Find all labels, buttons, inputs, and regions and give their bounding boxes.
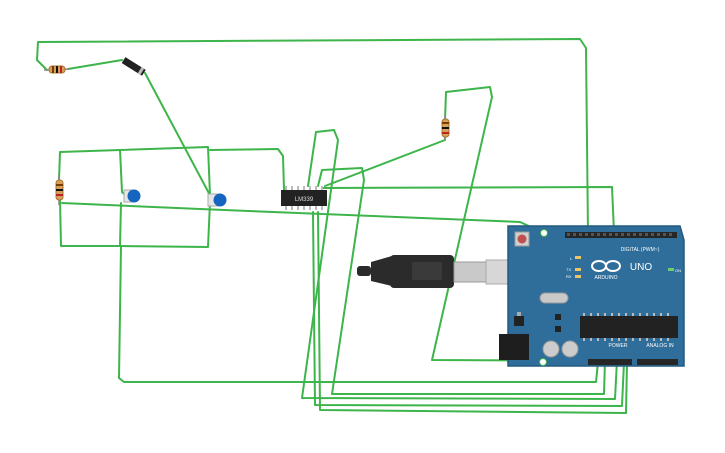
resistor-top-left[interactable] [43,65,71,74]
brand-label: ARDUINO [594,275,617,281]
photodiode-right[interactable] [207,193,227,207]
photodiode-left[interactable] [123,189,141,203]
wire[interactable] [67,59,123,70]
wire[interactable] [431,86,613,362]
power-jack[interactable] [499,334,529,360]
power-header[interactable] [588,359,632,365]
power-label: POWER [609,343,628,349]
digital-label: DIGITAL (PWM~) [621,247,660,253]
arduino-uno-board[interactable]: DIGITAL (PWM~) L TX RX ARDUINO UNO ON [499,225,685,367]
wire-endpoints [539,229,548,366]
wire[interactable] [209,148,285,191]
ic-chip-label: LM339 [295,197,314,203]
analog-label: ANALOG IN [646,343,674,349]
wire[interactable] [317,167,606,395]
ic-chip[interactable]: LM339 [281,186,327,210]
tx-label: TX [566,267,571,272]
reset-button[interactable] [514,231,530,247]
microcontroller-chip [580,313,678,341]
analog-header[interactable] [637,359,678,365]
wire[interactable] [317,211,628,414]
crystal-oscillator [539,292,569,304]
usb-cable[interactable] [357,255,513,288]
wire[interactable] [322,186,615,233]
wire[interactable] [312,211,625,407]
on-label: ON [675,268,681,273]
usb-plug-icon [357,255,513,288]
resistor-right-vertical[interactable] [441,115,450,140]
wire[interactable] [301,129,618,400]
wire[interactable] [144,72,213,200]
photodiode-icon [213,193,227,207]
wire[interactable] [36,38,589,236]
l-label: L [570,256,573,261]
wire[interactable] [324,129,446,187]
rx-label: RX [566,274,572,279]
diode-icon [121,57,146,76]
resistor-left-vertical[interactable] [55,175,64,205]
ic-chip-icon [281,190,327,206]
diode[interactable] [121,57,146,76]
wire[interactable] [118,245,599,383]
wire[interactable] [119,202,122,247]
model-label: UNO [630,262,652,273]
photodiode-icon [127,189,141,203]
arduino-infinity-icon [591,260,621,272]
